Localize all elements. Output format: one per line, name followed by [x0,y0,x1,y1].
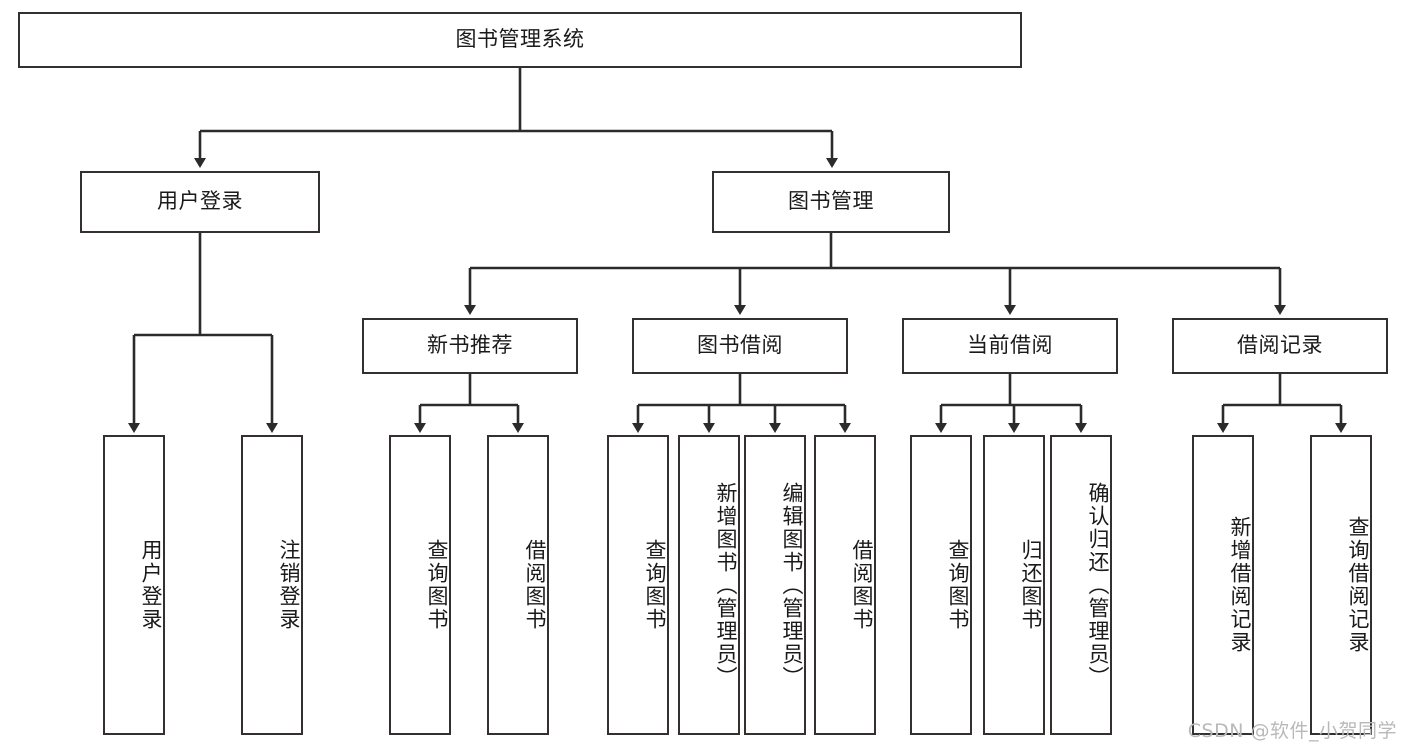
node-book-borrow-label: 图书借阅 [697,333,783,358]
leaf-user-login-label: 用户登录 [139,539,163,631]
node-borrow-record[interactable]: 借阅记录 [1172,318,1388,374]
leaf-return-book[interactable]: 归还图书 [983,435,1045,735]
leaf-query-book-1-label: 查询图书 [425,539,449,631]
leaf-user-logout-label: 注销登录 [277,539,301,631]
leaf-edit-book[interactable]: 编辑图书（管理员） [744,435,806,735]
leaf-query-record[interactable]: 查询借阅记录 [1310,435,1372,735]
leaf-borrow-book-1-label: 借阅图书 [523,539,547,631]
leaf-query-book-1[interactable]: 查询图书 [389,435,451,735]
node-new-book-rec[interactable]: 新书推荐 [362,318,578,374]
leaf-query-book-3-label: 查询图书 [946,539,970,631]
leaf-query-book-2[interactable]: 查询图书 [607,435,669,735]
leaf-confirm-return-label: 确认归还（管理员） [1086,481,1110,689]
leaf-query-book-3[interactable]: 查询图书 [910,435,972,735]
leaf-add-book-label: 新增图书（管理员） [714,481,738,689]
leaf-query-book-2-label: 查询图书 [643,539,667,631]
node-root[interactable]: 图书管理系统 [18,12,1022,68]
node-book-borrow[interactable]: 图书借阅 [632,318,848,374]
watermark-text: CSDN @软件_小贺同学 [1187,720,1397,742]
node-user-login-label: 用户登录 [157,189,243,214]
leaf-return-book-label: 归还图书 [1019,539,1043,631]
node-book-manage-label: 图书管理 [788,189,874,214]
node-user-login[interactable]: 用户登录 [80,171,320,233]
leaf-add-book[interactable]: 新增图书（管理员） [678,435,740,735]
node-book-manage[interactable]: 图书管理 [712,171,950,233]
node-current-borrow[interactable]: 当前借阅 [902,318,1118,374]
node-root-label: 图书管理系统 [455,27,585,52]
leaf-confirm-return[interactable]: 确认归还（管理员） [1050,435,1112,735]
leaf-borrow-book-1[interactable]: 借阅图书 [487,435,549,735]
leaf-user-logout[interactable]: 注销登录 [241,435,303,735]
leaf-borrow-book-2-label: 借阅图书 [850,539,874,631]
leaf-edit-book-label: 编辑图书（管理员） [780,481,804,689]
leaf-add-record[interactable]: 新增借阅记录 [1192,435,1254,735]
leaf-add-record-label: 新增借阅记录 [1228,516,1252,654]
node-new-book-rec-label: 新书推荐 [427,333,513,358]
leaf-user-login[interactable]: 用户登录 [103,435,165,735]
node-borrow-record-label: 借阅记录 [1237,333,1323,358]
node-current-borrow-label: 当前借阅 [967,333,1053,358]
leaf-borrow-book-2[interactable]: 借阅图书 [814,435,876,735]
leaf-query-record-label: 查询借阅记录 [1346,516,1370,654]
